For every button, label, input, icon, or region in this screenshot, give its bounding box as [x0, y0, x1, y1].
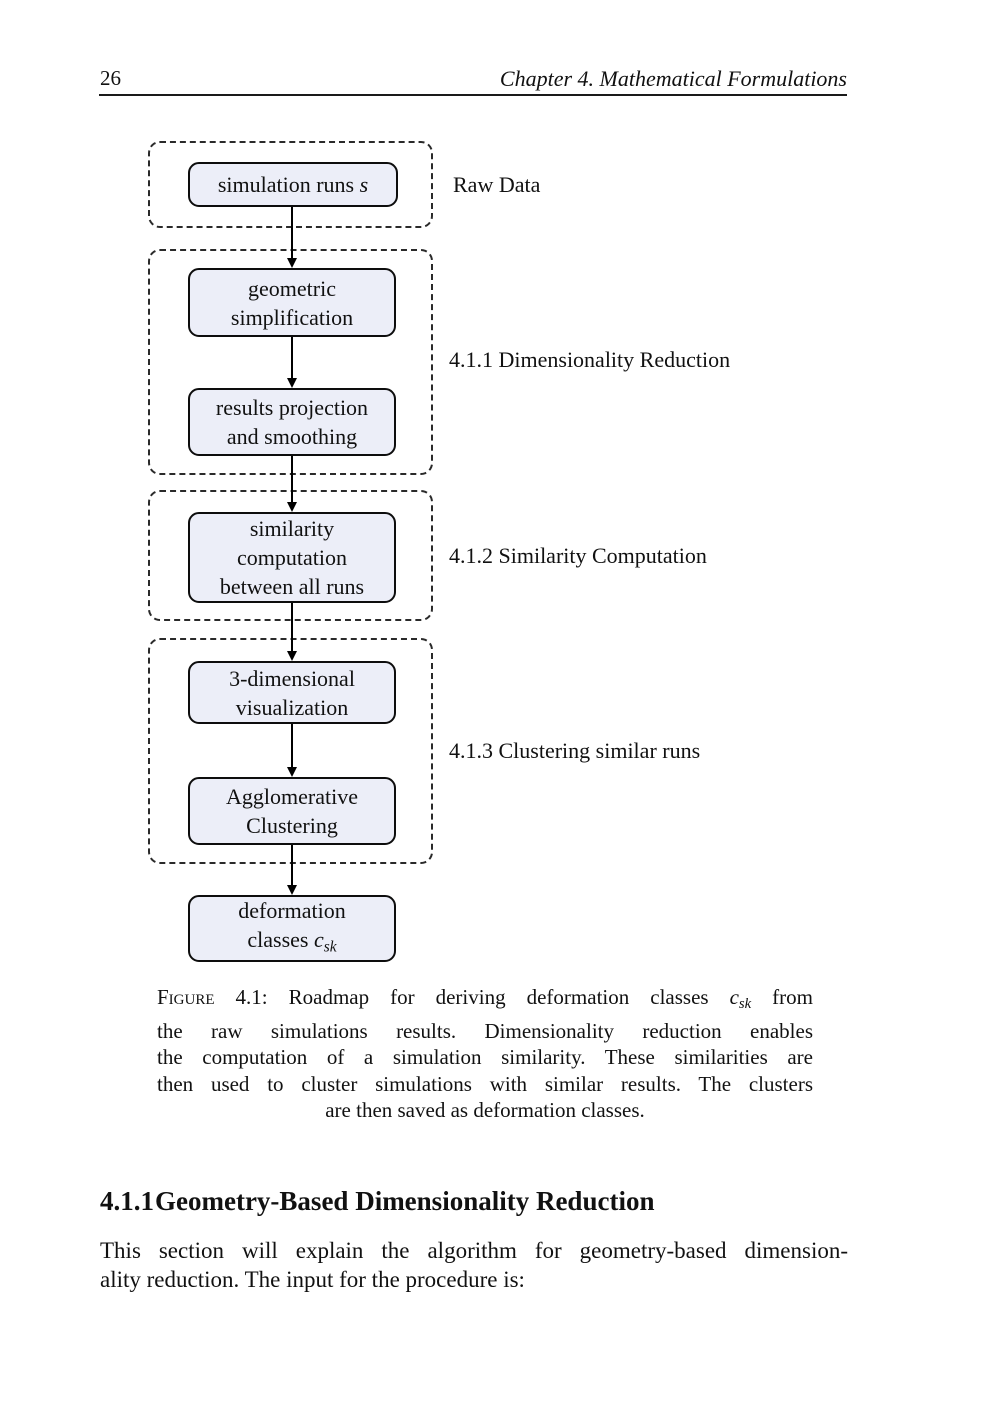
figure-caption: Figure 4.1: Roadmap for deriving deforma…	[157, 984, 813, 1124]
flow-node-3d-visualization: 3-dimensional visualization	[188, 661, 396, 724]
node-label: simplification	[230, 304, 354, 330]
arrow-head-icon	[287, 258, 297, 268]
body-line: This section will explain the algorithm …	[100, 1238, 848, 1263]
arrow-line	[291, 337, 293, 381]
node-label: geometric	[248, 275, 336, 301]
arrow-head-icon	[287, 502, 297, 512]
flow-group-raw-data	[148, 141, 433, 228]
node-label: results projection	[215, 395, 369, 420]
arrow-line	[291, 724, 293, 770]
arrow-head-icon	[287, 651, 297, 661]
body-line: ality reduction. The input for the proce…	[100, 1267, 525, 1292]
node-label: Agglomerative	[226, 784, 358, 809]
node-label: visualization	[235, 694, 349, 720]
arrow-line	[291, 603, 293, 654]
math-c: c	[314, 926, 324, 952]
caption-line: the computation of a simulation similari…	[157, 1045, 813, 1070]
node-label: classes csk	[247, 926, 337, 956]
caption-line: Figure 4.1: Roadmap for deriving deforma…	[157, 985, 813, 1013]
arrow-head-icon	[287, 885, 297, 895]
section-number: 4.1.1	[100, 1186, 154, 1216]
arrow-line	[291, 845, 293, 888]
flow-node-simulation-runs: simulation runs s	[188, 162, 398, 207]
node-label: deformation	[238, 897, 346, 923]
node-label: and smoothing	[226, 424, 358, 449]
flow-arrow-3	[287, 456, 297, 512]
math-sub-sk: sk	[323, 938, 337, 956]
math-sub-sk: sk	[738, 996, 752, 1013]
caption-line: then used to cluster simulations with si…	[157, 1071, 813, 1096]
group-label-clustering: 4.1.3 Clustering similar runs	[449, 738, 701, 763]
arrow-head-icon	[287, 378, 297, 388]
flow-arrow-2	[287, 337, 297, 388]
math-c: c	[729, 985, 739, 1009]
arrow-line	[291, 207, 293, 261]
node-label: 3-dimensional	[229, 665, 355, 691]
body-paragraph: This section will explain the algorithm …	[100, 1236, 848, 1294]
flow-node-agglomerative-clustering: Agglomerative Clustering	[188, 777, 396, 845]
group-label-raw-data: Raw Data	[453, 172, 541, 197]
flow-arrow-5	[287, 724, 297, 777]
flow-group-dimensionality-reduction	[148, 249, 433, 475]
group-label-dimensionality-reduction: 4.1.1 Dimensionality Reduction	[449, 347, 731, 372]
flow-node-deformation-classes: deformation classes csk	[188, 895, 396, 962]
group-label-similarity-computation: 4.1.2 Similarity Computation	[449, 543, 707, 568]
flow-node-similarity-computation: similarity computation between all runs	[188, 512, 396, 603]
node-label: computation	[237, 545, 347, 570]
caption-figure-label: Figure 4.1:	[157, 985, 268, 1009]
flow-arrow-1	[287, 207, 297, 268]
flow-arrow-4	[287, 603, 297, 661]
flow-arrow-6	[287, 845, 297, 895]
arrow-line	[291, 456, 293, 505]
node-label: between all runs	[219, 574, 365, 599]
header-rule	[99, 94, 847, 96]
flow-group-similarity-computation	[148, 490, 433, 621]
math-s: s	[359, 172, 369, 197]
flow-node-results-projection: results projection and smoothing	[188, 388, 396, 456]
caption-line: are then saved as deformation classes.	[325, 1098, 645, 1123]
node-label: Clustering	[246, 813, 338, 838]
node-label: similarity	[249, 516, 335, 541]
flow-node-geometric-simplification: geometric simplification	[188, 268, 396, 337]
page-number: 26	[100, 66, 121, 90]
chapter-header: Chapter 4. Mathematical Formulations	[499, 66, 847, 91]
caption-line: the raw simulations results. Dimensional…	[157, 1018, 813, 1043]
section-heading: 4.1.1Geometry-Based Dimensionality Reduc…	[100, 1186, 654, 1217]
flow-group-clustering	[148, 638, 433, 864]
arrow-head-icon	[287, 767, 297, 777]
node-label: simulation runs s	[217, 172, 369, 197]
section-title: Geometry-Based Dimensionality Reduction	[155, 1186, 655, 1216]
